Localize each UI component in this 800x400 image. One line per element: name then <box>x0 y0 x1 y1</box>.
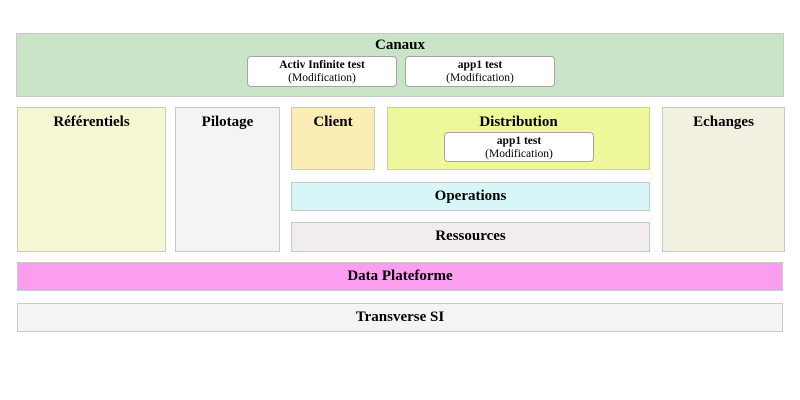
zone-pilotage: Pilotage <box>175 107 280 252</box>
zone-operations: Operations <box>291 182 650 211</box>
zone-canaux: Canaux Activ Infinite test (Modification… <box>16 33 784 97</box>
zone-distribution: Distribution app1 test (Modification) <box>387 107 650 170</box>
app-chip-app1-test-canaux[interactable]: app1 test (Modification) <box>405 56 555 87</box>
zone-transverse-si-label: Transverse SI <box>355 309 445 325</box>
zone-pilotage-label: Pilotage <box>201 114 254 130</box>
zone-echanges-label: Echanges <box>693 114 754 130</box>
zone-client: Client <box>291 107 375 170</box>
zone-ressources: Ressources <box>291 222 650 252</box>
app-chip-subtitle: (Modification) <box>446 72 514 84</box>
zone-echanges: Echanges <box>662 107 785 252</box>
zone-data-plateforme-label: Data Plateforme <box>347 268 453 284</box>
zone-client-label: Client <box>313 114 353 130</box>
zone-transverse-si: Transverse SI <box>17 303 783 332</box>
zone-operations-label: Operations <box>434 188 507 204</box>
app-chip-app1-test-distribution[interactable]: app1 test (Modification) <box>444 132 594 162</box>
zone-canaux-label: Canaux <box>374 37 426 53</box>
app-chip-activ-infinite-test[interactable]: Activ Infinite test (Modification) <box>247 56 397 87</box>
app-chip-subtitle: (Modification) <box>288 72 356 84</box>
zone-referentiels: Référentiels <box>17 107 166 252</box>
zone-data-plateforme: Data Plateforme <box>17 262 783 291</box>
app-chip-title: Activ Infinite test <box>279 59 365 71</box>
app-chip-title: app1 test <box>457 59 503 71</box>
zone-referentiels-label: Référentiels <box>53 114 130 130</box>
zone-distribution-label: Distribution <box>479 114 558 130</box>
app-chip-subtitle: (Modification) <box>485 148 553 160</box>
app-chip-title: app1 test <box>496 135 542 147</box>
zone-ressources-label: Ressources <box>435 228 506 244</box>
